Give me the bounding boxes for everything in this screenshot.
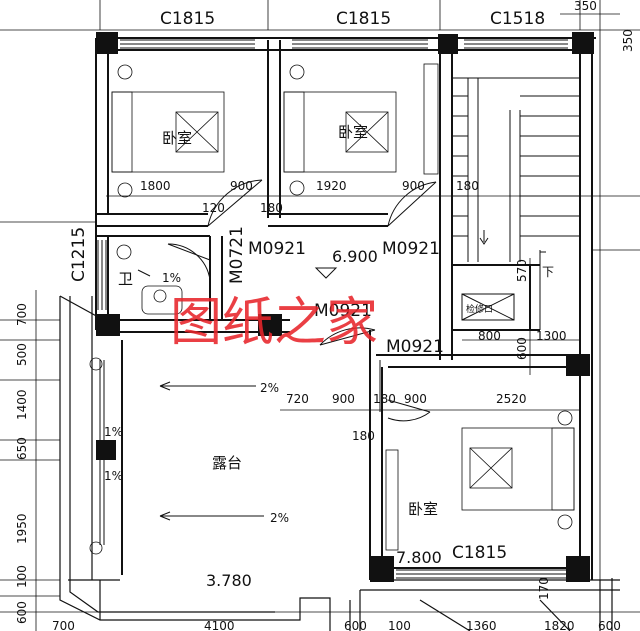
dim-left-4: 650	[15, 437, 29, 460]
access-hatch-box	[461, 293, 515, 321]
column	[566, 354, 590, 376]
slope-gutter-lower: 1%	[104, 469, 123, 483]
column	[370, 556, 394, 582]
dim-upper-2: 900	[230, 179, 253, 193]
furniture	[89, 63, 575, 555]
windows	[97, 39, 568, 579]
column	[96, 314, 120, 336]
dim-upper-4: 900	[402, 179, 425, 193]
level-terrace-bottom: 3.780	[206, 571, 252, 590]
dim-left-6: 100	[15, 565, 29, 588]
level-floor: 6.900	[332, 247, 378, 266]
column	[96, 440, 116, 460]
room-label-bedroom-bottom: 卧室	[408, 500, 438, 518]
column	[566, 556, 590, 582]
dim-middle-5: 2520	[496, 392, 527, 406]
access-hatch-label: 检修口	[466, 303, 493, 315]
dim-stair-4: 1300	[536, 329, 567, 343]
slope-terrace-lower: 2%	[270, 511, 289, 525]
stair-down-label: 下	[542, 265, 554, 279]
dim-middle-3: 180	[373, 392, 396, 406]
dim-stair-3: 600	[515, 337, 529, 360]
column	[572, 32, 594, 54]
slope-gutter-upper: 1%	[104, 425, 123, 439]
window-tag-top-middle: C1815	[336, 9, 391, 29]
dim-bottom-5: 1360	[466, 619, 497, 631]
window-tag-top-right: C1518	[490, 9, 545, 29]
door-tag-bedroom-bottom: M0921	[386, 337, 444, 357]
dim-wall-2: 180	[260, 201, 283, 215]
slope-terrace-upper: 2%	[260, 381, 279, 395]
dim-bottom-3: 600	[344, 619, 367, 631]
column	[258, 314, 282, 336]
columns	[96, 32, 594, 582]
dim-bottom-4: 100	[388, 619, 411, 631]
level-marker-floor	[314, 267, 338, 279]
watermark: 图纸之家	[170, 293, 378, 353]
dim-left-1: 700	[15, 303, 29, 326]
door-tag-bedroom-middle: M0921	[382, 239, 440, 259]
dim-wall-1: 120	[202, 201, 225, 215]
dim-middle-1: 720	[286, 392, 309, 406]
dim-bottom-6: 1820	[544, 619, 575, 631]
dim-left-7: 600	[15, 601, 29, 624]
dim-bottom-1: 700	[52, 619, 75, 631]
level-terrace-top: 7.800	[396, 548, 442, 567]
room-label-terrace: 露台	[212, 454, 242, 472]
dim-bottom-right: 170	[537, 577, 551, 600]
dim-left-2: 500	[15, 343, 29, 366]
dim-upper-5: 180	[456, 179, 479, 193]
dim-left-5: 1950	[15, 513, 29, 544]
window-tag-left: C1215	[69, 227, 89, 282]
dim-middle-wall: 180	[352, 429, 375, 443]
dim-top-right-1: 350	[574, 0, 597, 13]
stairs	[452, 77, 580, 330]
door-tag-stair-landing: M0921	[314, 301, 372, 321]
room-label-bathroom: 卫	[118, 270, 133, 288]
slope-bathroom: 1%	[162, 271, 181, 285]
dim-upper-1: 1800	[140, 179, 171, 193]
dim-middle-4: 900	[404, 392, 427, 406]
doors	[167, 179, 437, 422]
dim-top-right-2: 350	[621, 29, 635, 52]
door-tag-bathroom: M0721	[227, 226, 247, 284]
dim-left-3: 1400	[15, 389, 29, 420]
dim-stair-1: 570	[515, 259, 529, 282]
dim-stair-2: 800	[478, 329, 501, 343]
door-tag-bedroom-left: M0921	[248, 239, 306, 259]
dim-upper-3: 1920	[316, 179, 347, 193]
window-tag-top-left: C1815	[160, 9, 215, 29]
room-label-bedroom-left: 卧室	[162, 129, 192, 147]
dim-bottom-2: 4100	[204, 619, 235, 631]
window-tag-bottom: C1815	[452, 543, 507, 563]
dim-bottom-7: 600	[598, 619, 621, 631]
dim-middle-2: 900	[332, 392, 355, 406]
column	[96, 32, 118, 54]
column	[438, 34, 458, 54]
room-label-bedroom-middle: 卧室	[338, 123, 368, 141]
